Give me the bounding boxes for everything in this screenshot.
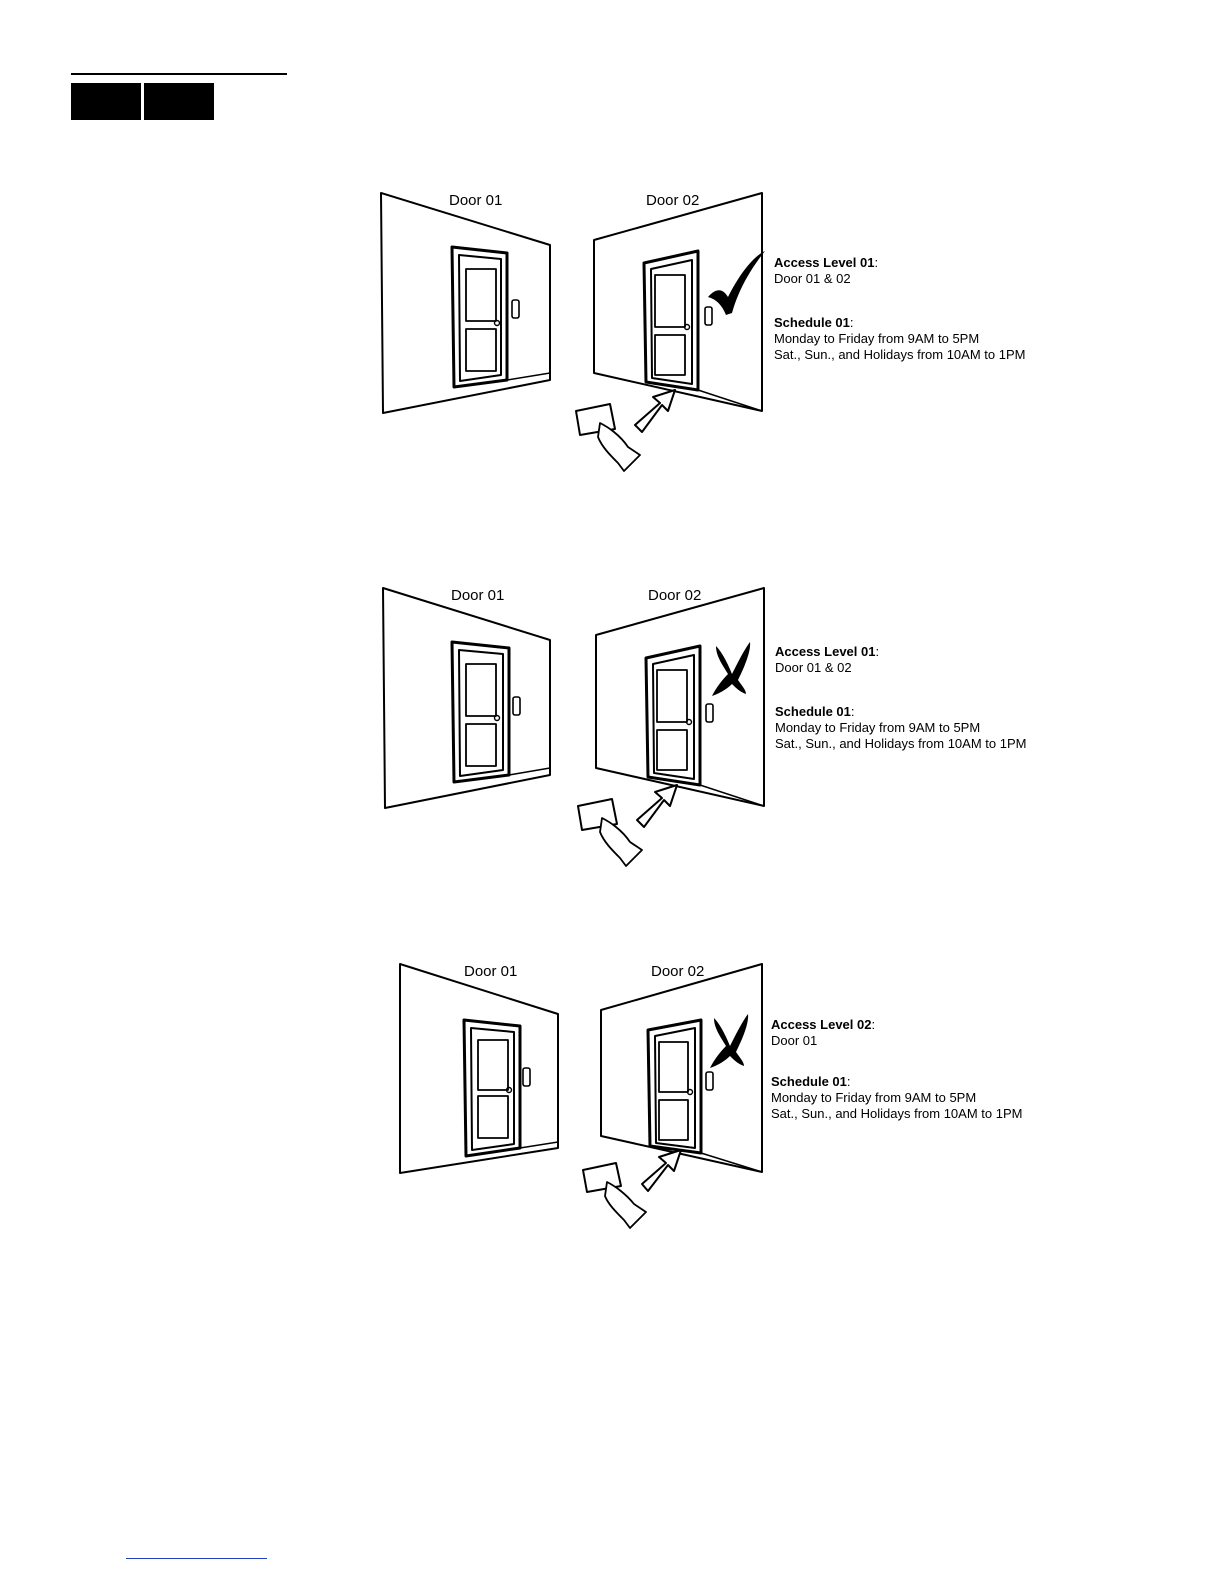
access-level-doors: Door 01	[771, 1033, 818, 1048]
door-02-wall	[595, 587, 765, 807]
header-rule	[71, 73, 287, 75]
direction-arrow	[641, 1149, 682, 1192]
schedule-weekend: Sat., Sun., and Holidays from 10AM to 1P…	[774, 347, 1026, 362]
access-info: Access Level 01: Door 01 & 02 Schedule 0…	[774, 255, 1026, 362]
door-02-label: Door 02	[648, 587, 702, 604]
hand	[599, 817, 643, 867]
door-02-label: Door 02	[651, 963, 705, 980]
door-02-wall	[593, 192, 763, 412]
direction-arrow	[634, 389, 676, 433]
door-02-label: Door 02	[646, 192, 700, 209]
access-info: Access Level 01: Door 01 & 02 Schedule 0…	[775, 644, 1027, 751]
card-reader-02	[705, 703, 714, 723]
cross-icon	[710, 1014, 749, 1068]
card-reader-01	[522, 1067, 531, 1087]
scene-illustration	[382, 587, 765, 867]
card-reader-02	[704, 306, 713, 326]
door-01-label: Door 01	[464, 963, 518, 980]
schedule-weekdays: Monday to Friday from 9AM to 5PM	[775, 720, 981, 735]
scene-3: Door 01 Door 02 Access Level 02: Door 01…	[370, 958, 1070, 1258]
footer-link-underline	[126, 1558, 267, 1559]
access-level-doors: Door 01 & 02	[774, 271, 851, 286]
schedule-heading: Schedule 01	[774, 315, 850, 330]
scene-2: Door 01 Door 02 Access Level 01: Door 01…	[370, 580, 1070, 880]
access-info: Access Level 02: Door 01 Schedule 01: Mo…	[771, 1017, 1023, 1121]
direction-arrow	[636, 784, 678, 828]
door-01-label: Door 01	[451, 587, 505, 604]
scene-illustration	[399, 963, 763, 1229]
header-tab-right	[144, 83, 214, 120]
scene-illustration	[380, 192, 765, 472]
hand	[604, 1181, 647, 1229]
schedule-weekdays: Monday to Friday from 9AM to 5PM	[771, 1090, 977, 1105]
card-reader-02	[705, 1071, 714, 1091]
door-01-label: Door 01	[449, 192, 503, 209]
header-tab-left	[71, 83, 141, 120]
check-icon	[708, 251, 765, 315]
access-level-heading: Access Level 02	[771, 1017, 872, 1032]
door-01-wall	[399, 963, 559, 1174]
schedule-heading: Schedule 01	[775, 704, 851, 719]
schedule-weekdays: Monday to Friday from 9AM to 5PM	[774, 331, 980, 346]
access-level-heading: Access Level 01	[775, 644, 876, 659]
schedule-weekend: Sat., Sun., and Holidays from 10AM to 1P…	[775, 736, 1027, 751]
card-reader-01	[511, 299, 520, 319]
schedule-heading: Schedule 01	[771, 1074, 847, 1089]
schedule-weekend: Sat., Sun., and Holidays from 10AM to 1P…	[771, 1106, 1023, 1121]
scene-1: Door 01 Door 02 Access Level 01: Door 01…	[370, 185, 1070, 485]
access-level-heading: Access Level 01	[774, 255, 875, 270]
hand	[597, 422, 641, 472]
card-reader-01	[512, 696, 521, 716]
access-level-doors: Door 01 & 02	[775, 660, 852, 675]
cross-icon	[712, 642, 751, 696]
